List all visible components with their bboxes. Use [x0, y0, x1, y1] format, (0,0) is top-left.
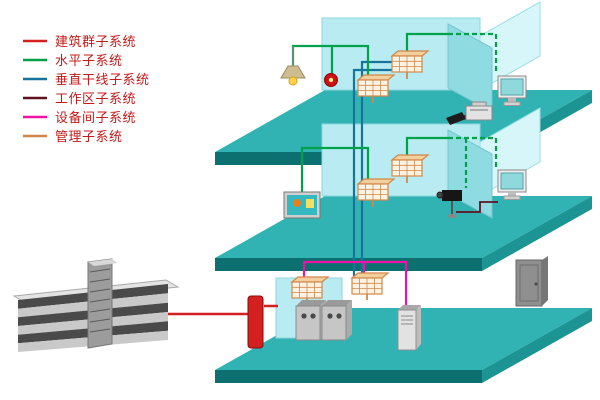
patch-panel-lid [390, 50, 430, 57]
legend-item-horizontal: 水平子系统 [22, 51, 150, 68]
building-tower-stripes [89, 268, 111, 333]
patch-panel-top-a [356, 74, 396, 97]
patch-panel-lid [350, 272, 390, 279]
cabinet-top [322, 300, 352, 306]
cable-horizontal-top-dashed [448, 32, 498, 74]
legend-item-vertical-backbone: 垂直干线子系统 [22, 70, 150, 87]
monitor-neck [508, 192, 516, 196]
legend-swatch-management [23, 134, 47, 137]
patch-panel-grid [292, 282, 322, 298]
patch-panel-grid [392, 56, 422, 72]
camera-lens [436, 191, 444, 199]
floor-middle-side-face [482, 196, 592, 271]
legend: 建筑群子系统 水平子系统 垂直干线子系统 工作区子系统 设备间子系统 管理子系统 [22, 32, 150, 144]
server-top [398, 305, 421, 310]
cabinet-front [321, 305, 347, 341]
cabinet-side [346, 300, 352, 340]
patch-panel-lid [290, 276, 330, 283]
legend-swatch-building-group [23, 39, 47, 42]
cable-equipment-room-2 [364, 260, 408, 306]
legend-item-management: 管理子系统 [22, 127, 150, 144]
server-slots [401, 315, 413, 325]
cable-horizontal-middle-solid [300, 136, 448, 192]
legend-swatch-horizontal [23, 58, 47, 61]
cable-management [306, 72, 408, 304]
equipment-cabinet-2 [321, 300, 352, 341]
door-side-face [542, 256, 548, 306]
lamp-shade [280, 65, 306, 79]
printer-body [465, 105, 493, 121]
tv-screen-graphic [293, 199, 301, 207]
patch-panel-grid [392, 160, 422, 176]
monitor-base [503, 195, 521, 200]
door-handle [534, 282, 538, 286]
riser-conduit [247, 295, 264, 349]
building-tower-roof [88, 259, 118, 266]
cable-horizontal-middle-dashed [448, 136, 498, 188]
patch-panel-top-b [390, 50, 430, 73]
patch-panel-grid [358, 80, 388, 96]
tv-monitor-middle-floor [283, 191, 321, 219]
printer-top-floor [465, 101, 493, 121]
patch-panel-bottom-a [290, 276, 330, 299]
legend-label-vertical-backbone: 垂直干线子系统 [55, 72, 150, 87]
monitor-base [503, 101, 521, 106]
cabinet-top [296, 300, 326, 306]
legend-swatch-vertical-backbone [23, 77, 47, 80]
legend-item-building-group: 建筑群子系统 [22, 32, 150, 49]
legend-item-work-area: 工作区子系统 [22, 89, 150, 106]
pendant-lamp [280, 46, 306, 86]
cable-vertical-backbone-1 [352, 68, 392, 294]
lamp-bulb [288, 76, 298, 86]
legend-label-building-group: 建筑群子系统 [55, 34, 137, 49]
camera-base [447, 214, 457, 218]
monitor-screen [500, 172, 524, 190]
patch-panel-grid [358, 184, 388, 200]
patch-panel-grid [352, 278, 382, 294]
camera-middle-floor [436, 190, 462, 218]
floor-middle-front-face [215, 258, 482, 271]
patch-panel-middle-a [356, 178, 396, 201]
patch-panel-lid [390, 154, 430, 161]
floor-bottom-side-face [482, 308, 592, 383]
legend-swatch-work-area [23, 96, 47, 99]
patch-panel-bottom-b [350, 272, 390, 295]
legend-label-horizontal: 水平子系统 [55, 53, 123, 68]
building-tower [87, 258, 113, 349]
server-side [416, 305, 421, 350]
patch-panel-lid [356, 178, 396, 185]
monitor-screen [500, 78, 524, 96]
cable-vertical-backbone-2 [360, 60, 394, 288]
cabinet-dial [310, 313, 316, 319]
wall-outlet-device [446, 112, 466, 125]
building-illustration [12, 258, 180, 352]
legend-swatch-equipment-room [23, 115, 47, 118]
patch-panel-middle-b [390, 154, 430, 177]
cabinet-front [295, 305, 321, 341]
fire-alarm-icon [324, 73, 338, 87]
cabinet-dial [327, 313, 333, 319]
legend-item-equipment-room: 设备间子系统 [22, 108, 150, 125]
cabinet-dial [336, 313, 342, 319]
floor-middle-surface [215, 196, 592, 258]
legend-label-work-area: 工作区子系统 [55, 91, 137, 106]
workstation-top-floor [497, 75, 527, 106]
cable-building-group [168, 304, 278, 316]
workstation-middle-floor [497, 169, 527, 200]
floor-bottom-front-face [215, 370, 482, 383]
camera-body [442, 190, 462, 201]
cable-equipment-room-1 [302, 260, 366, 282]
door-panel-line [519, 264, 539, 302]
tv-screen-graphic-2 [306, 199, 314, 208]
server-tower [397, 305, 421, 351]
legend-label-equipment-room: 设备间子系统 [55, 110, 137, 125]
legend-label-management: 管理子系统 [55, 129, 123, 144]
cabinet-dial [301, 313, 307, 319]
monitor-neck [508, 98, 516, 102]
patch-panel-lid [356, 74, 396, 81]
fire-alarm-center [328, 77, 334, 83]
